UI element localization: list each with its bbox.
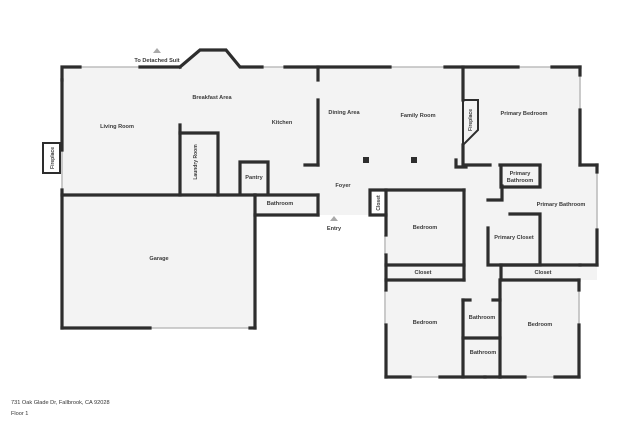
room-living-room: Living Room: [100, 124, 134, 130]
column-right: [411, 157, 417, 163]
room-closet-foyer: Closet: [376, 195, 382, 211]
address-caption: 731 Oak Glade Dr, Fallbrook, CA 92028: [11, 400, 110, 406]
fireplace-right-box: [462, 99, 479, 148]
room-bathroom-hall: Bathroom: [267, 201, 293, 207]
room-primary-bathroom: Primary Bathroom: [537, 202, 586, 208]
room-family-room: Family Room: [400, 113, 435, 119]
room-bedroom-mid: Bedroom: [413, 225, 438, 231]
windows: [61, 66, 598, 378]
room-closet-mid: Closet: [414, 270, 431, 276]
room-breakfast-area: Breakfast Area: [192, 95, 232, 101]
labels: To Detached Suit Breakfast Area Living R…: [50, 58, 585, 356]
room-foyer: Foyer: [335, 183, 351, 189]
fireplace-right-label: Fireplace: [468, 109, 474, 131]
walls: [60, 48, 599, 379]
room-bedroom-lower-left: Bedroom: [413, 320, 438, 326]
room-entry: Entry: [327, 226, 342, 232]
column-left: [363, 157, 369, 163]
room-bedroom-lower-right: Bedroom: [528, 322, 553, 328]
room-closet-right: Closet: [534, 270, 551, 276]
fireplace-left-label: Fireplace: [50, 147, 56, 169]
room-pantry: Pantry: [245, 175, 263, 181]
room-bathroom-lower-2: Bathroom: [470, 350, 496, 356]
entry-arrow: [330, 216, 338, 221]
detached-suit-label: To Detached Suit: [134, 58, 179, 64]
fireplace-left-box: [42, 142, 61, 174]
floor-caption: Floor 1: [11, 411, 29, 417]
floor-fills: [62, 50, 597, 377]
fixtures: [42, 48, 479, 221]
room-bathroom-lower-1: Bathroom: [469, 315, 495, 321]
room-laundry-room: Laundry Room: [193, 144, 199, 180]
room-primary-closet: Primary Closet: [494, 235, 534, 241]
room-garage: Garage: [149, 256, 168, 262]
room-dining-area: Dining Area: [328, 110, 360, 116]
detached-suit-arrow: [153, 48, 161, 53]
room-kitchen: Kitchen: [272, 120, 293, 126]
room-primary-bedroom: Primary Bedroom: [501, 111, 548, 117]
